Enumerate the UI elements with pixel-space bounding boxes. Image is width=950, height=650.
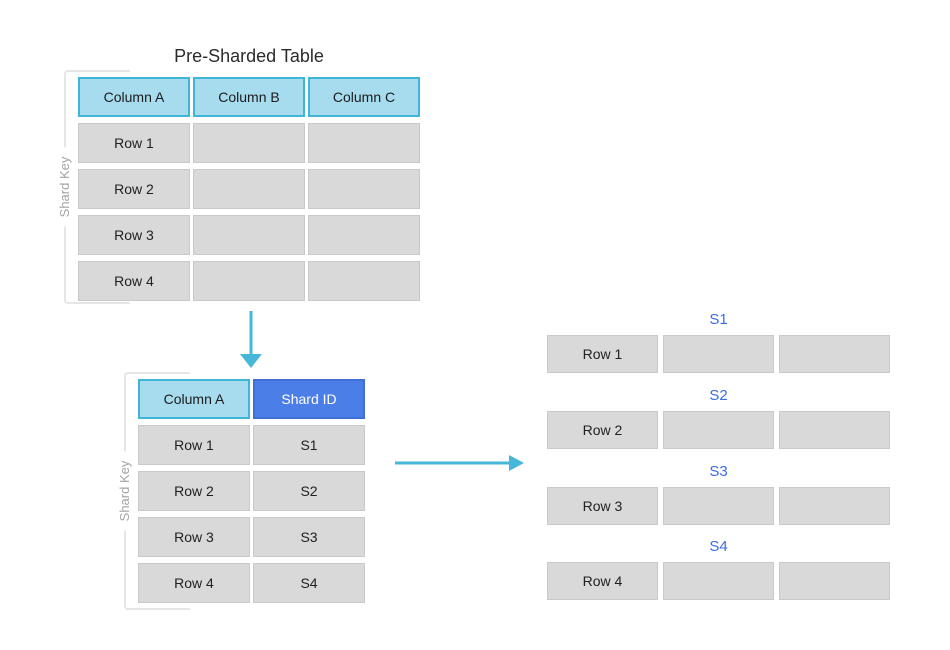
shard-row-s1: Row 1 [547,335,890,373]
empty-cell [193,169,305,209]
empty-cell [193,215,305,255]
empty-cell [308,169,420,209]
column-header-a: Column A [78,77,190,117]
column-header-a: Column A [138,379,250,419]
empty-cell [193,123,305,163]
shard-label-s4: S4 [709,538,728,555]
row-label-cell: Row 2 [138,471,250,511]
empty-cell [779,335,890,373]
shard-id-cell: S4 [253,563,365,603]
column-header-b: Column B [193,77,305,117]
shard-label-s1: S1 [709,311,728,328]
row-label-cell: Row 1 [138,425,250,465]
pre-sharded-table: Column A Column B Column C Row 1 Row 2 R… [78,77,420,301]
shard-id-cell: S1 [253,425,365,465]
shard-row-s2: Row 2 [547,411,890,449]
shard-id-cell: S2 [253,471,365,511]
shard-id-header: Shard ID [253,379,365,419]
shard-id-cell: S3 [253,517,365,557]
row-label-cell: Row 1 [78,123,190,163]
empty-cell [779,411,890,449]
row-label-cell: Row 4 [547,562,658,600]
empty-cell [779,487,890,525]
shard-key-label-mapping: Shard Key [117,451,133,531]
shard-row-s4: Row 4 [547,562,890,600]
empty-cell [663,411,774,449]
empty-cell [663,335,774,373]
row-label-cell: Row 3 [78,215,190,255]
right-arrow-icon [395,455,524,471]
shard-label-s3: S3 [709,463,728,480]
down-arrow-icon [240,311,262,368]
shard-key-label-pre-sharded: Shard Key [57,147,73,227]
shard-mapping-table: Column A Shard ID Row 1 S1 Row 2 S2 Row … [138,379,365,603]
empty-cell [663,562,774,600]
empty-cell [779,562,890,600]
row-label-cell: Row 3 [138,517,250,557]
column-header-c: Column C [308,77,420,117]
shard-row-s3: Row 3 [547,487,890,525]
empty-cell [663,487,774,525]
empty-cell [308,261,420,301]
row-label-cell: Row 4 [138,563,250,603]
row-label-cell: Row 1 [547,335,658,373]
row-label-cell: Row 4 [78,261,190,301]
empty-cell [308,123,420,163]
shard-label-s2: S2 [709,387,728,404]
empty-cell [308,215,420,255]
row-label-cell: Row 2 [78,169,190,209]
row-label-cell: Row 2 [547,411,658,449]
row-label-cell: Row 3 [547,487,658,525]
empty-cell [193,261,305,301]
pre-sharded-table-title: Pre-Sharded Table [174,46,324,66]
